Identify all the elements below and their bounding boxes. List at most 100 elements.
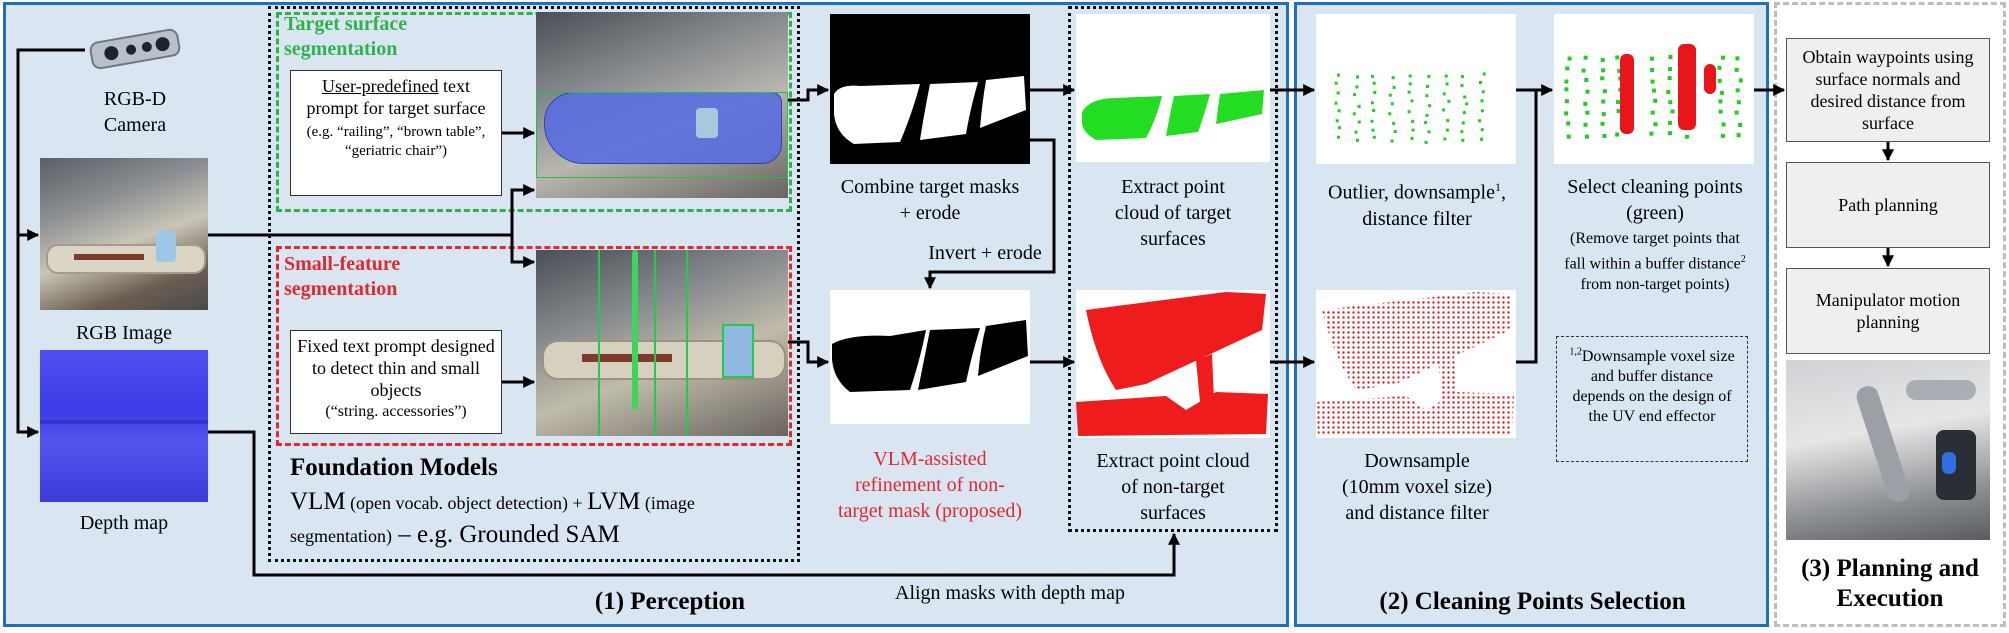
point — [1356, 138, 1360, 142]
point — [1371, 74, 1375, 78]
nontarget-pointcloud-image — [1076, 290, 1270, 438]
point — [1601, 68, 1606, 73]
point — [1601, 112, 1606, 117]
point — [1668, 100, 1673, 105]
point — [1337, 109, 1341, 113]
small-feature-segmentation-title: Small-feature segmentation — [284, 253, 401, 300]
invert-label: Invert + erode — [928, 242, 1042, 264]
downsample-label: Downsample (10mm voxel size) and distanc… — [1342, 450, 1492, 524]
point — [1410, 136, 1414, 140]
point — [1357, 104, 1361, 108]
point — [1736, 100, 1741, 105]
point — [1391, 76, 1395, 80]
point — [1738, 122, 1743, 127]
point — [1684, 134, 1689, 139]
point — [1735, 56, 1740, 61]
point — [1653, 122, 1658, 127]
target-segmentation-box — [276, 12, 792, 212]
point — [1390, 139, 1394, 143]
path-planning-step: Path planning — [1786, 162, 1990, 248]
target-segmentation-title: Target surface segmentation — [284, 13, 408, 60]
point — [1653, 98, 1658, 103]
point — [1482, 72, 1486, 76]
manipulator-photo — [1786, 360, 1990, 540]
point — [1334, 81, 1338, 85]
point — [1668, 67, 1673, 72]
point — [1585, 89, 1590, 94]
point — [1481, 90, 1485, 94]
point — [1650, 79, 1655, 84]
point — [1408, 82, 1412, 86]
nontarget-blob — [1678, 44, 1696, 130]
motion-planning-step: Manipulator motion planning — [1786, 268, 1990, 354]
point — [1407, 90, 1411, 94]
point — [1600, 121, 1605, 126]
point — [1717, 78, 1722, 83]
point — [1478, 119, 1482, 123]
cleaning-title: (2) Cleaning Points Selection — [1379, 588, 1686, 615]
point — [1460, 84, 1464, 88]
point — [1337, 126, 1341, 130]
point — [1615, 132, 1620, 137]
point — [1445, 82, 1449, 86]
point — [1564, 111, 1569, 116]
point — [1447, 99, 1451, 103]
point — [1354, 130, 1358, 134]
point — [1735, 88, 1740, 93]
point — [1602, 89, 1607, 94]
point — [1668, 120, 1673, 125]
point — [1651, 88, 1656, 93]
waypoints-step: Obtain waypoints using surface normals a… — [1786, 38, 1990, 142]
point — [1461, 138, 1465, 142]
point — [1584, 77, 1589, 82]
point — [1617, 68, 1622, 73]
point — [1650, 67, 1655, 72]
point — [1583, 55, 1588, 60]
point — [1602, 133, 1607, 138]
point — [1480, 99, 1484, 103]
filtered-target-points-image — [1316, 14, 1516, 164]
small-feature-segmentation-box — [276, 246, 792, 446]
target-segmentation-image — [536, 12, 788, 198]
point — [1446, 119, 1450, 123]
small-feature-segmentation-image — [536, 250, 788, 436]
point — [1566, 134, 1571, 139]
point — [1736, 133, 1741, 138]
point — [1601, 99, 1606, 104]
point — [1410, 99, 1414, 103]
point — [1424, 121, 1428, 125]
point — [1480, 137, 1484, 141]
extract-nontarget-label: Extract point cloud of non-target surfac… — [1096, 450, 1250, 524]
extract-pointcloud-box — [1068, 6, 1278, 532]
small-prompt-box: Fixed text prompt designed to detect thi… — [290, 330, 502, 434]
point — [1600, 76, 1605, 81]
point — [1718, 99, 1723, 104]
point — [1462, 111, 1466, 115]
point — [1564, 79, 1569, 84]
point — [1649, 56, 1654, 61]
point — [1427, 75, 1431, 79]
point — [1357, 120, 1361, 124]
point — [1372, 109, 1376, 113]
rgb-label: RGB Image — [75, 322, 173, 344]
foundation-models-box — [268, 6, 800, 562]
point — [1371, 128, 1375, 132]
point — [1393, 129, 1397, 133]
point — [1442, 92, 1446, 96]
point — [1564, 87, 1569, 92]
point — [1583, 101, 1588, 106]
vlm-refinement-label: VLM-assisted refinement of non- target m… — [837, 448, 1023, 522]
point — [1335, 119, 1339, 123]
point — [1392, 85, 1396, 89]
depth-label: Depth map — [79, 512, 169, 534]
camera-icon — [85, 20, 185, 78]
point — [1425, 94, 1429, 98]
point — [1355, 85, 1359, 89]
point — [1370, 101, 1374, 105]
point — [1600, 57, 1605, 62]
point — [1336, 91, 1340, 95]
point — [1356, 75, 1360, 79]
rgb-image — [40, 158, 208, 310]
point — [1411, 119, 1415, 123]
point — [1567, 56, 1572, 61]
